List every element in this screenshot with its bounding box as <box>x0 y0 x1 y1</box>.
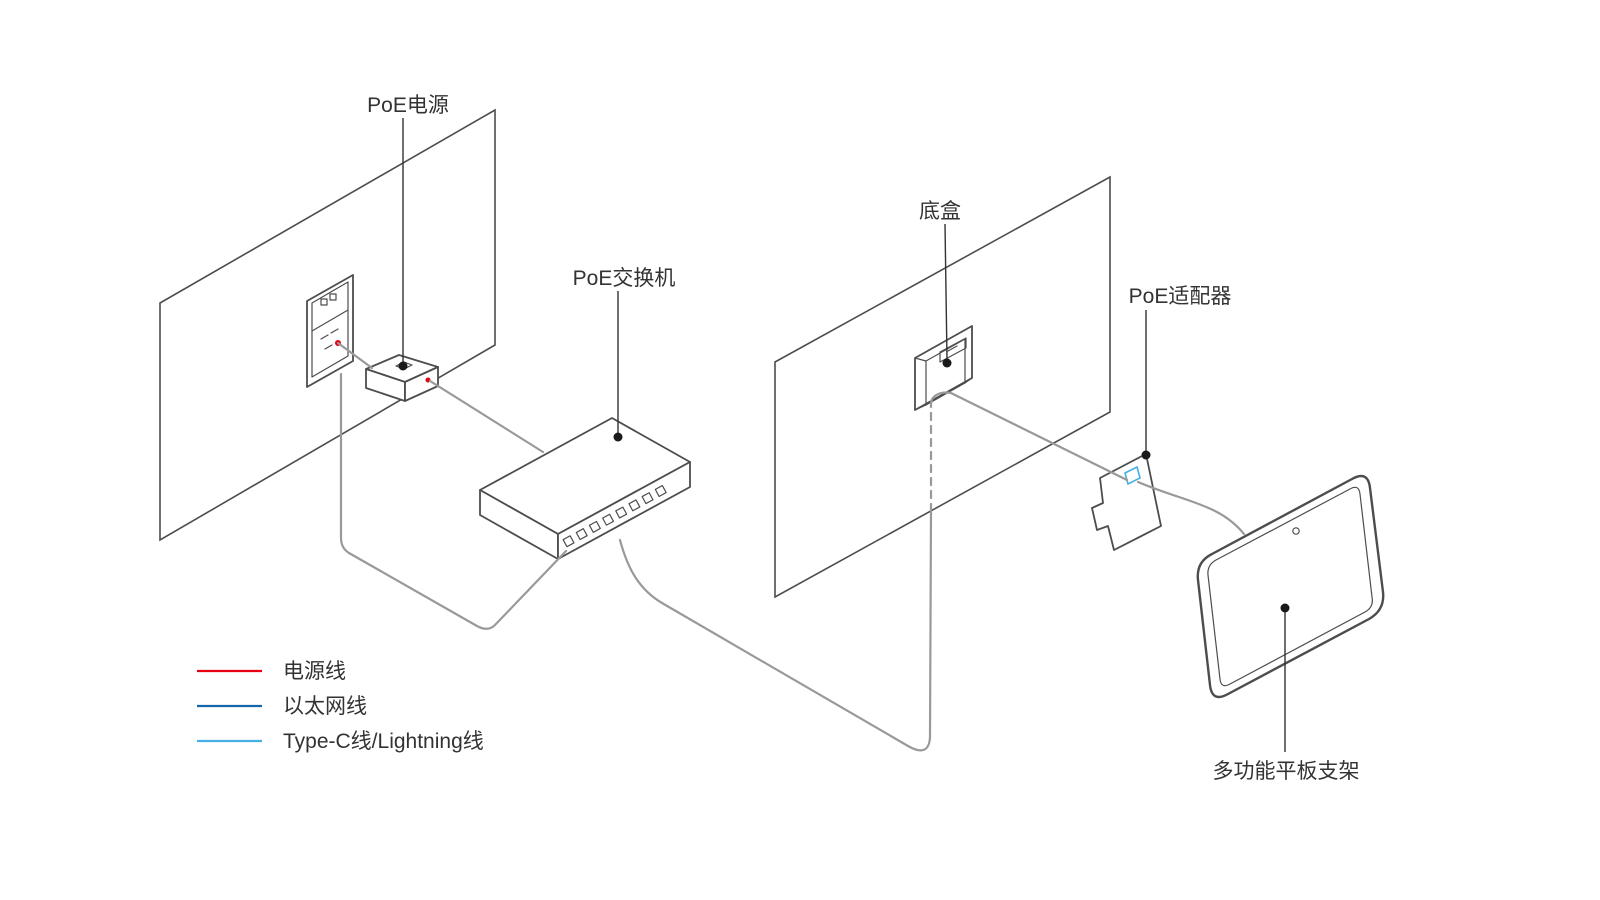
ethernet-cable-switch-to-wall <box>618 509 933 752</box>
outlet-slot-left <box>320 334 329 340</box>
callout-poe-power: PoE电源 <box>367 94 449 371</box>
poe-adapter-label: PoE适配器 <box>1129 285 1232 308</box>
poe-power-label: PoE电源 <box>367 94 449 117</box>
switch-port <box>602 513 615 526</box>
junction-box-bracket-slot <box>947 345 958 352</box>
callout-poe-switch: PoE交换机 <box>573 267 676 442</box>
wall-box-leader-line <box>944 223 948 360</box>
switch-port-row <box>562 484 667 548</box>
junction-box-bracket <box>939 337 967 363</box>
legend-ethernet-label: 以太网线 <box>283 695 367 718</box>
ethernet-cable-box-to-adapter <box>929 391 1129 482</box>
switch-port <box>628 499 641 512</box>
poe-switch-anchor-dot <box>613 432 623 442</box>
junction-box-edge-tl <box>914 357 927 362</box>
wall-junction-box <box>914 325 973 411</box>
tablet-outline <box>1196 474 1385 699</box>
junction-box-edge-bl <box>914 404 927 411</box>
outlet-plate <box>306 274 354 388</box>
switch-port <box>654 484 667 498</box>
outlet-switch-key-right <box>329 293 337 301</box>
switch-port <box>615 506 628 519</box>
outlet-divider <box>311 309 349 332</box>
wall-box-label: 底盒 <box>919 200 961 223</box>
callout-tablet-mount: 多功能平板支架 <box>1213 603 1360 783</box>
switch-port <box>641 492 654 505</box>
tablet-device <box>1196 474 1385 699</box>
poe-adapter-body <box>1091 453 1162 551</box>
typec-cable-adapter-to-tablet <box>1136 480 1246 536</box>
switch-port <box>588 520 601 533</box>
outlet-inner-plate <box>311 281 349 378</box>
tablet-camera <box>1292 527 1300 535</box>
poe-adapter-device <box>1091 453 1162 551</box>
switch-port <box>575 528 588 541</box>
poe-power-anchor-dot <box>398 361 408 371</box>
tablet-mount-label: 多功能平板支架 <box>1213 760 1360 783</box>
poe-adapter-anchor-dot <box>1141 450 1151 460</box>
tablet-mount-anchor-dot <box>1280 603 1290 613</box>
power-cable-outlet-to-injector <box>336 341 374 370</box>
outlet-switch-key-left <box>320 298 328 306</box>
legend: 电源线 以太网线 Type-C线/Lightning线 <box>197 660 484 753</box>
poe-switch-label: PoE交换机 <box>573 267 676 290</box>
ethernet-cable-outlet-to-switch <box>339 372 568 630</box>
wall-outlet <box>306 274 354 388</box>
power-cable-injector-to-switch <box>428 379 545 454</box>
switch-port <box>562 535 575 548</box>
legend-power-label: 电源线 <box>283 660 346 683</box>
tablet-screen <box>1207 486 1373 687</box>
poe-switch-device <box>479 417 691 560</box>
wall-box-anchor-dot <box>942 358 952 368</box>
junction-box-edge-br <box>964 377 973 384</box>
outlet-slot-bottom <box>324 344 333 350</box>
legend-typec-label: Type-C线/Lightning线 <box>283 730 484 753</box>
outlet-slot-right <box>330 328 339 334</box>
callout-wall-box: 底盒 <box>919 200 961 368</box>
callout-poe-adapter: PoE适配器 <box>1129 285 1232 460</box>
